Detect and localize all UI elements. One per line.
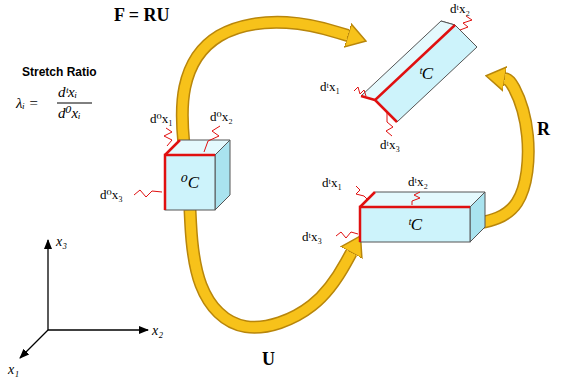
rotated-configuration: ᵗC xyxy=(365,15,487,132)
axis-label: x₂ xyxy=(152,323,163,338)
formula: λᵢ = xyxy=(16,95,39,112)
axis-label: x₃ xyxy=(56,234,67,249)
leader-squiggles xyxy=(134,16,472,238)
arrow-body xyxy=(182,22,348,155)
dimension-label: d⁰x₂ xyxy=(210,110,233,124)
fraction-bar xyxy=(57,103,92,104)
dimension-label: dᵗx₁ xyxy=(322,176,342,190)
arrow-outline xyxy=(182,22,348,155)
dimension-label: dᵗx₂ xyxy=(450,2,470,16)
formula: d⁰xᵢ xyxy=(58,105,81,122)
configuration-label: ᵗC xyxy=(408,216,422,233)
rotated-cuboid xyxy=(361,21,477,122)
heading: Stretch Ratio xyxy=(22,66,97,79)
transform-arrow xyxy=(190,210,351,327)
stretched-configuration: ᵗC xyxy=(360,207,470,242)
transform-label: F = RU xyxy=(114,6,170,26)
initial-cube xyxy=(165,140,230,210)
arrow-body xyxy=(190,210,351,327)
coordinate-axes xyxy=(20,240,148,358)
dimension-label: dᵗx₃ xyxy=(380,138,400,152)
dimension-label: dᵗx₃ xyxy=(302,230,322,244)
configuration-label: ⁰C xyxy=(181,174,199,191)
configuration-label: ᵗC xyxy=(419,65,433,82)
arrow-outline xyxy=(190,210,351,327)
initial-configuration: ⁰C xyxy=(165,155,215,210)
formula: dᵗxᵢ xyxy=(58,84,77,101)
dimension-label: d⁰x₃ xyxy=(100,188,123,202)
dimension-label: d⁰x₁ xyxy=(150,112,173,126)
stretched-cuboid xyxy=(360,192,485,242)
dimension-label: dᵗx₁ xyxy=(320,80,340,94)
dimension-label: dᵗx₂ xyxy=(408,175,428,189)
transform-label: R xyxy=(537,120,550,140)
transform-label: U xyxy=(262,350,275,370)
axis-label: x₁ xyxy=(8,362,19,377)
transform-arrow xyxy=(182,22,348,155)
